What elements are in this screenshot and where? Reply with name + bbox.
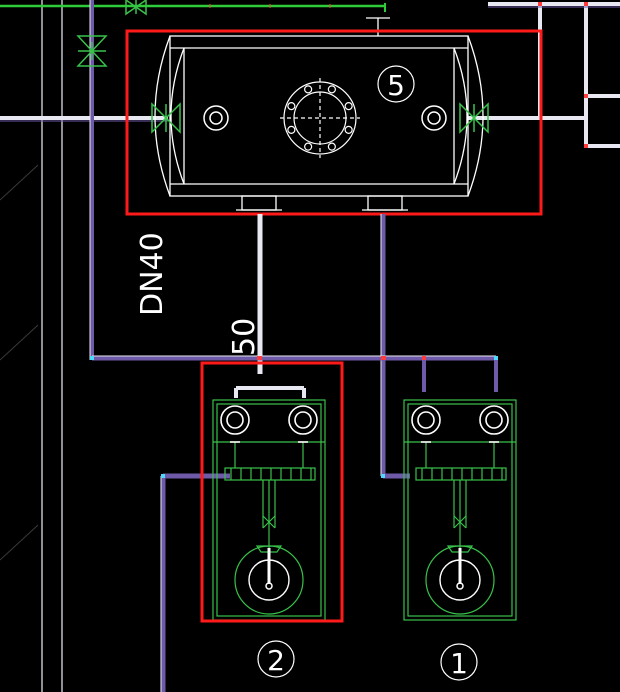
purple-header-pipe [92,355,498,479]
butterfly-valve-icon [125,0,147,16]
tank-tag: 5 [377,65,415,103]
bolt-hole [304,85,313,94]
pipe-junction-markers [538,2,588,148]
pump-tag-right: 1 [440,643,478,681]
pump-tag-left: 2 [257,640,295,678]
bolt-hole [304,142,313,151]
horizontal-tank [154,17,484,211]
left-pump-suction-branch [234,386,306,398]
butterfly-valve-icon [151,102,181,134]
bolt-hole [344,102,353,111]
top-green-pipe [0,0,386,16]
bolt-hole [287,102,296,111]
tank-highlight-box [125,29,543,216]
motor-icon [425,545,495,615]
pump-tag-left-label: 2 [267,644,285,677]
bolt-hole [327,85,336,94]
butterfly-valve-icon [76,35,108,67]
discharge-pipe [160,473,230,692]
bolt-hole [287,125,296,134]
pump-highlight-box [200,361,344,623]
left-structure-lines [41,0,63,692]
tank-inlet-pipe [0,116,168,122]
right-pipe-network [488,2,620,148]
pump-tag-right-label: 1 [450,647,468,680]
nozzle-icon [203,105,447,131]
pipe-size-label-50: 50 [227,318,262,356]
construction-lines [0,164,39,561]
manway-flange-icon [280,78,360,158]
pipe-junction-markers [90,356,498,478]
tank-tag-label: 5 [387,69,405,102]
bolt-hole [327,142,336,151]
bolt-hole [344,125,353,134]
pump-unit-right [403,399,517,621]
pipe-size-label-dn40: DN40 [135,232,170,316]
butterfly-valve-icon [459,102,489,134]
tank-drain-pipe [380,214,386,476]
pump-unit-left [212,399,326,621]
motor-icon [234,545,304,615]
nozzle-icon [220,405,318,443]
nozzle-icon [411,405,509,443]
